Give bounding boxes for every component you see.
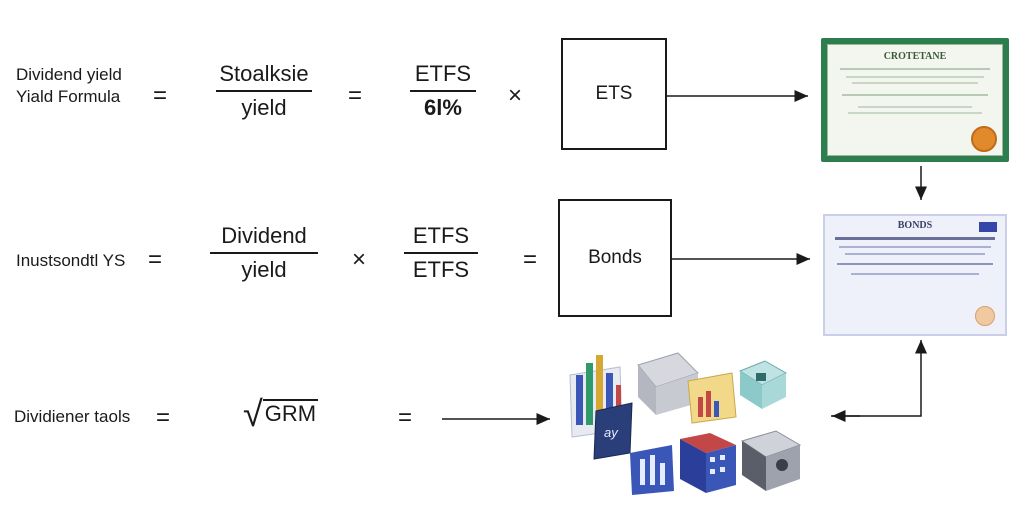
row2-fraction1-bar xyxy=(210,252,318,254)
row2-fraction1-numerator: Dividend xyxy=(221,223,307,248)
row2-fraction2-denominator: ETFS xyxy=(412,257,470,282)
svg-text:ay: ay xyxy=(604,425,619,440)
row1-fraction2-denominator: 6l% xyxy=(424,95,462,120)
row3-radical-sign: √ xyxy=(243,393,263,434)
row1-box-label: ETS xyxy=(595,83,633,104)
row2-op2: × xyxy=(352,246,367,273)
stock-certificate-title: CROTETANE xyxy=(883,51,947,62)
bond-certificate-title: BONDS xyxy=(897,220,933,231)
row1-fraction2-numerator: ETFS xyxy=(414,61,472,86)
row2-op3: = xyxy=(523,246,538,273)
bond-certificate: BONDS xyxy=(823,214,1007,336)
vault-icon xyxy=(740,430,802,491)
arrow-icons-to-bond xyxy=(831,340,927,417)
cube-icon xyxy=(738,360,788,409)
row1-op2: = xyxy=(348,82,363,109)
building-icon xyxy=(637,352,699,415)
row3-equals: = xyxy=(156,404,171,431)
row2-equals: = xyxy=(148,246,163,273)
row3-label: Dividiener taols xyxy=(14,407,131,426)
row1-op3: × xyxy=(508,82,523,109)
row2-box: Bonds xyxy=(558,199,672,317)
stock-certificate: CROTETANE xyxy=(821,38,1009,162)
seal-icon xyxy=(971,126,997,152)
row3-radical-expression: √GRM xyxy=(243,393,319,434)
bond-seal-icon xyxy=(975,306,995,326)
row2-fraction2-numerator: ETFS xyxy=(412,223,470,248)
screen-chart-icon: ay xyxy=(593,402,633,460)
row1-fraction2-bar xyxy=(410,90,476,92)
row1-fraction1: Stoalksie yield xyxy=(216,60,312,122)
row3-op2: = xyxy=(398,404,413,431)
factory-icon xyxy=(630,445,674,495)
row3-radicand: GRM xyxy=(262,399,319,426)
row2-box-label: Bonds xyxy=(588,247,642,268)
row1-box: ETS xyxy=(561,38,667,150)
row1-label-line1: Dividend yield xyxy=(16,65,122,84)
row2-fraction1: Dividend yield xyxy=(210,222,318,284)
row1-label-line2: Yiald Formula xyxy=(16,87,121,106)
row1-fraction1-numerator: Stoalksie xyxy=(219,61,309,86)
row1-fraction1-denominator: yield xyxy=(241,95,287,120)
row2-fraction2: ETFS ETFS xyxy=(404,222,478,284)
document-chart-icon xyxy=(687,372,737,424)
investment-icon-collage: ay xyxy=(569,352,802,495)
row1-equals: = xyxy=(153,82,168,109)
row2-label: Inustsondtl YS xyxy=(16,251,126,270)
flag-icon xyxy=(979,222,997,232)
row1-label: Dividend yield Yiald Formula xyxy=(16,64,122,108)
blue-building-icon xyxy=(680,433,736,493)
row2-fraction2-bar xyxy=(404,252,478,254)
row2-fraction1-denominator: yield xyxy=(241,257,287,282)
row1-fraction2: ETFS 6l% xyxy=(410,60,476,122)
row1-fraction1-bar xyxy=(216,90,312,92)
